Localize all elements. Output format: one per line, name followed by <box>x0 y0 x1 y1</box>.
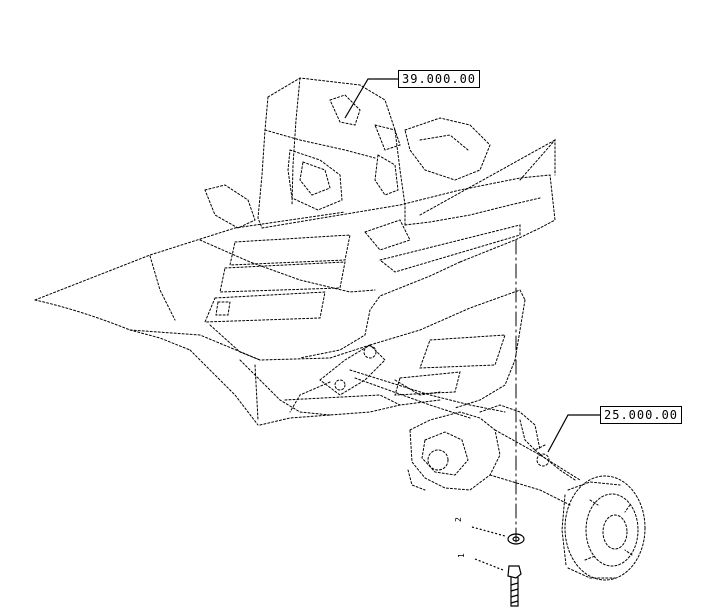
side-guard <box>209 289 526 426</box>
washer-icon <box>471 526 525 545</box>
frame-panels <box>204 234 506 396</box>
item-number-bolt: 1 <box>457 553 466 558</box>
item-number-washer: 2 <box>454 517 463 522</box>
callout-frame-ref[interactable]: 39.000.00 <box>398 70 481 88</box>
callout-leader-frame <box>344 78 398 119</box>
main-frame <box>199 138 556 359</box>
cab-frame <box>204 77 491 229</box>
wheel-hub <box>561 475 646 581</box>
hood-cover <box>34 211 346 426</box>
callout-axle-ref[interactable]: 25.000.00 <box>600 406 683 424</box>
transmission-linkage <box>289 344 506 419</box>
bolt-icon <box>474 558 522 607</box>
front-axle <box>407 404 581 506</box>
callout-leader-axle <box>547 414 600 453</box>
